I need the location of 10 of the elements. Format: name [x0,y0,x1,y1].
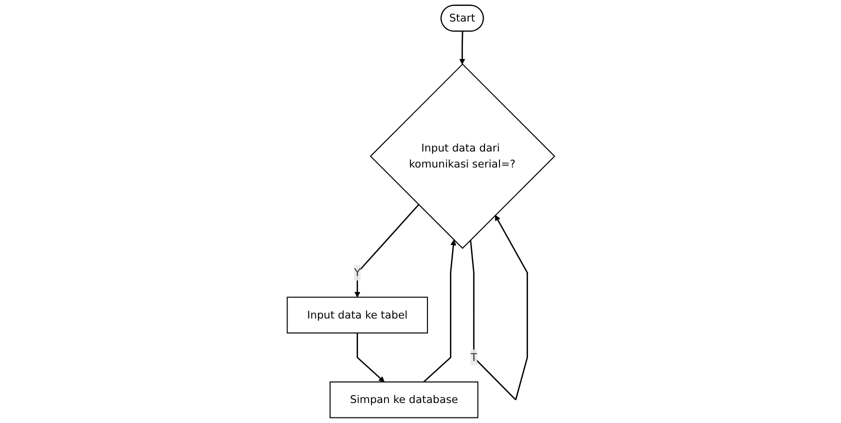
node-diamond: Input data dari komunikasi serial=? [369,64,555,249]
edge-label: Y [354,266,360,279]
arrow [422,240,456,382]
node-box: Simpan ke database [329,381,478,418]
node-box: Input data ke tabel [286,296,428,334]
arrow [354,204,419,298]
arrow [458,31,465,64]
arrow [356,332,384,382]
edge-label: T [470,350,477,364]
arrow [469,215,528,400]
